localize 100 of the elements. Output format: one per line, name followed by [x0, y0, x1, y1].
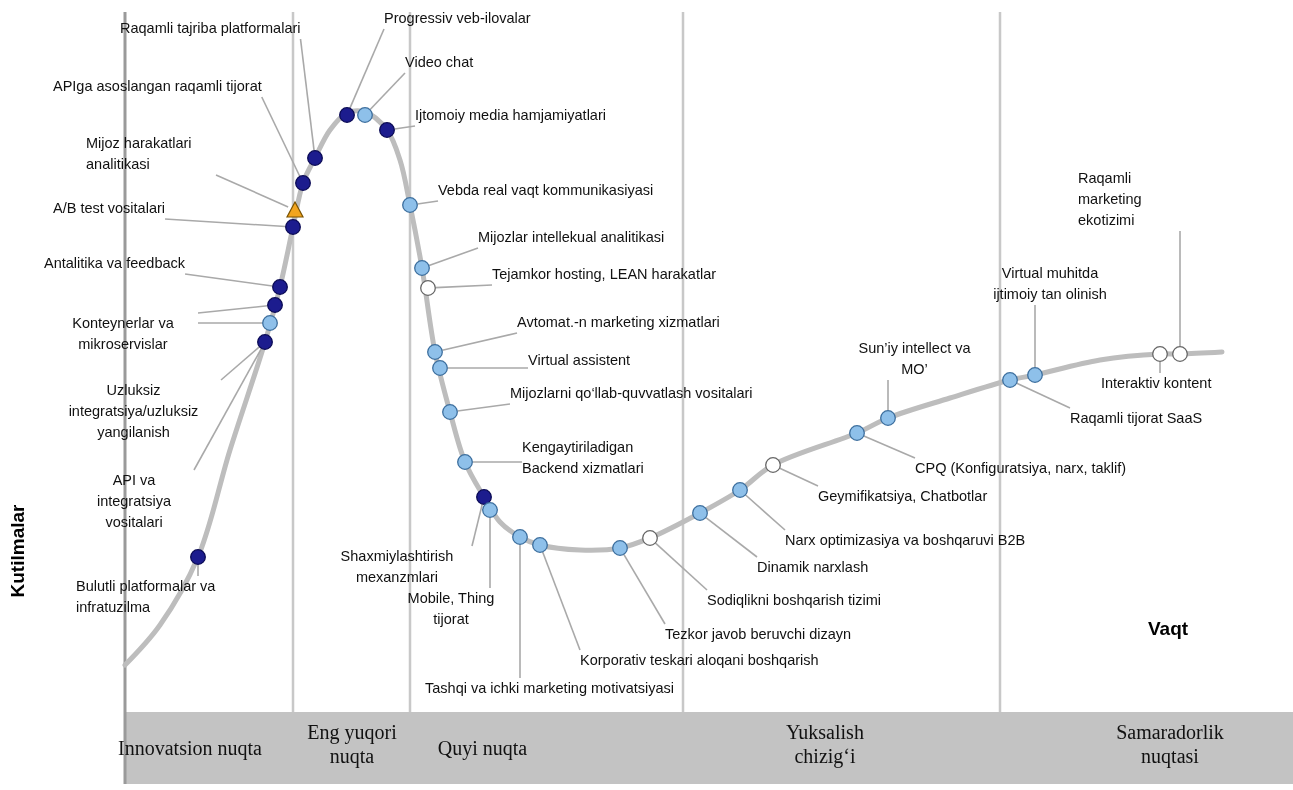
technology-marker — [611, 539, 629, 557]
leader-line — [489, 516, 491, 589]
item-label: Korporativ teskari aloqani boshqarish — [580, 651, 819, 670]
axis-label: Kutilmalar — [7, 504, 30, 598]
leader-line — [369, 72, 406, 111]
technology-marker — [261, 314, 279, 332]
leader-line — [428, 247, 479, 267]
item-label: Konteynerlar va mikroservislar — [71, 314, 175, 354]
technology-marker — [481, 501, 499, 519]
leader-line — [260, 96, 301, 178]
technology-marker — [441, 403, 459, 421]
item-label: Raqamli tijorat SaaS — [1070, 409, 1203, 428]
technology-marker — [271, 278, 289, 296]
item-label: Raqamli tajriba platformalari — [120, 19, 301, 38]
leader-line — [446, 367, 529, 369]
item-label: API va integratsiya vositalari — [95, 471, 173, 533]
technology-marker — [256, 333, 274, 351]
leader-line — [705, 516, 758, 558]
technology-marker — [456, 453, 474, 471]
technology-marker — [431, 359, 449, 377]
technology-marker — [378, 121, 396, 139]
phase-label: Yuksalish chizig‘i — [785, 720, 865, 768]
technology-marker — [1151, 345, 1169, 363]
triangle-marker — [286, 201, 304, 219]
leader-line — [471, 461, 523, 463]
phase-label: Quyi nuqta — [436, 736, 529, 760]
leader-line — [215, 174, 289, 208]
technology-marker — [848, 424, 866, 442]
technology-marker — [531, 536, 549, 554]
leader-line — [416, 200, 439, 205]
leader-line — [779, 467, 819, 487]
leader-line — [863, 435, 916, 459]
item-label: Mijozlarni qo‘llab-quvvatlash vositalari — [510, 384, 753, 403]
leader-line — [456, 403, 511, 412]
item-label: Interaktiv kontent — [1101, 374, 1212, 393]
item-label: Raqamli marketing ekotizimi — [1078, 169, 1143, 231]
leader-line — [1034, 304, 1036, 369]
leader-line — [164, 218, 287, 228]
leader-line — [654, 542, 708, 591]
item-label: Mijoz harakatlari analitikasi — [86, 134, 193, 174]
leader-line — [744, 494, 786, 531]
technology-marker — [641, 529, 659, 547]
item-label: Mobile, Thing tijorat — [406, 589, 496, 629]
technology-marker — [1001, 371, 1019, 389]
item-label: Progressiv veb-ilovalar — [384, 9, 531, 28]
item-label: A/B test vositalari — [53, 199, 165, 218]
item-label: Virtual muhitda ijtimoiy tan olinish — [992, 264, 1108, 304]
item-label: Geymifikatsiya, Chatbotlar — [818, 487, 988, 506]
leader-line — [349, 28, 385, 109]
technology-marker — [356, 106, 374, 124]
axis-label: Vaqt — [1148, 618, 1189, 640]
technology-marker — [1171, 345, 1189, 363]
item-label: Ijtomoiy media hamjamiyatlari — [415, 106, 606, 125]
technology-marker — [764, 456, 782, 474]
technology-marker — [511, 528, 529, 546]
leader-line — [623, 553, 666, 625]
item-label: Kengaytiriladigan Backend xizmatlari — [522, 438, 645, 478]
item-label: Bulutli platformalar va infratuzilma — [76, 577, 217, 617]
leader-line — [519, 543, 521, 679]
technology-marker — [1026, 366, 1044, 384]
leader-line — [197, 304, 269, 314]
item-label: Uzluksiz integratsiya/uzluksiz yangilanish — [67, 381, 200, 443]
technology-marker — [413, 259, 431, 277]
leader-line — [434, 284, 493, 289]
technology-marker — [401, 196, 419, 214]
item-label: Sodiqlikni boshqarish tizimi — [707, 591, 882, 610]
leader-line — [299, 38, 315, 152]
leader-line — [887, 379, 889, 412]
technology-marker — [306, 149, 324, 167]
technology-marker — [426, 343, 444, 361]
item-label: Avtomat.-n marketing xizmatlari — [517, 313, 720, 332]
technology-marker — [294, 174, 312, 192]
leader-line — [184, 273, 274, 287]
item-label: Antalitika va feedback — [44, 254, 186, 273]
item-label: APIga asoslangan raqamli tijorat — [53, 77, 262, 96]
leader-line — [393, 125, 416, 130]
technology-marker — [475, 488, 493, 506]
item-label: Dinamik narxlash — [757, 558, 869, 577]
item-label: Tashqi va ichki marketing motivatsiyasi — [425, 679, 674, 698]
item-label: Virtual assistent — [528, 351, 631, 370]
item-label: Vebda real vaqt kommunikasiyasi — [438, 181, 654, 200]
leader-line — [541, 551, 581, 651]
phase-label: Eng yuqori nuqta — [306, 720, 398, 768]
item-label: CPQ (Konfiguratsiya, narx, taklif) — [915, 459, 1127, 478]
item-label: Shaxmiylashtirish mexanzmlari — [339, 547, 455, 587]
item-label: Mijozlar intellekual analitikasi — [478, 228, 665, 247]
item-label: Tejamkor hosting, LEAN harakatlar — [492, 265, 717, 284]
technology-marker — [266, 296, 284, 314]
technology-marker — [879, 409, 897, 427]
technology-marker — [338, 106, 356, 124]
technology-marker — [419, 279, 437, 297]
leader-line — [1179, 230, 1181, 348]
leader-line — [1016, 382, 1071, 409]
leader-line — [220, 346, 261, 381]
item-label: Tezkor javob beruvchi dizayn — [665, 625, 852, 644]
leader-line — [471, 503, 484, 547]
technology-marker — [691, 504, 709, 522]
leader-line — [197, 322, 264, 324]
item-label: Sun’iy intellect va MO’ — [857, 339, 972, 379]
leader-line — [197, 563, 199, 577]
